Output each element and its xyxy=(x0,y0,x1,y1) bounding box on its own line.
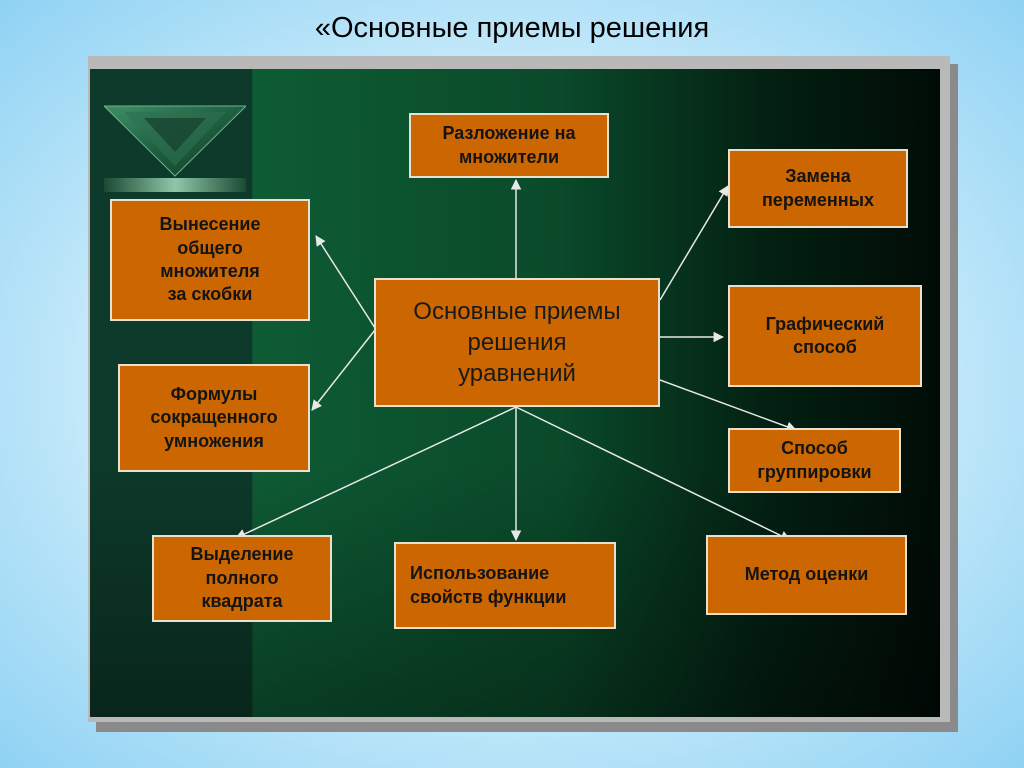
node-factorization: Разложение на множители xyxy=(409,113,609,178)
node-estimation-label: Метод оценки xyxy=(744,564,869,585)
center-node-label: Основные приемы решения уравнений xyxy=(413,297,621,388)
node-function-props-label: Использование свойств функции xyxy=(410,563,567,607)
node-grouping: Способ группировки xyxy=(728,428,901,493)
node-common-factor-label: Вынесение общего множителя за скобки xyxy=(159,214,261,305)
node-factorization-label: Разложение на множители xyxy=(442,123,576,167)
arrow-to-formulas xyxy=(311,329,376,411)
node-grouping-label: Способ группировки xyxy=(757,438,872,482)
arrow-to-estimation xyxy=(515,406,791,541)
node-graphical: Графический способ xyxy=(728,285,922,387)
gem-decoration-icon xyxy=(104,105,246,192)
arrow-to-common-factor xyxy=(315,235,376,329)
arrow-to-grouping xyxy=(659,379,797,432)
node-function-props: Использование свойств функции xyxy=(394,542,616,629)
node-square: Выделение полного квадрата xyxy=(152,535,332,622)
node-substitution: Замена переменных xyxy=(728,149,908,228)
node-formulas-label: Формулы сокращенного умножения xyxy=(150,383,278,451)
node-common-factor: Вынесение общего множителя за скобки xyxy=(110,199,310,321)
center-node: Основные приемы решения уравнений xyxy=(374,278,660,407)
node-graphical-label: Графический способ xyxy=(765,313,885,357)
slide-title: «Основные приемы решения xyxy=(314,12,710,44)
node-substitution-label: Замена переменных xyxy=(761,166,875,210)
node-estimation: Метод оценки xyxy=(706,535,907,615)
arrow-to-square xyxy=(235,406,517,539)
arrow-to-substitution xyxy=(659,185,729,301)
node-formulas: Формулы сокращенного умножения xyxy=(118,364,310,472)
node-square-label: Выделение полного квадрата xyxy=(190,544,294,612)
